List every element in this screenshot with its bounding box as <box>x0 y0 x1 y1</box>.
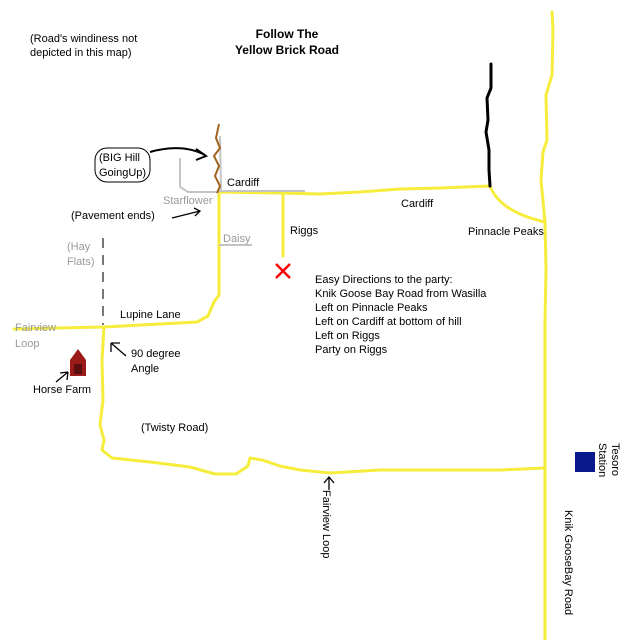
twisty-road-label: (Twisty Road) <box>141 422 208 434</box>
knik-goose-bay-label: Knik GooseBay Road <box>562 510 574 615</box>
fairview-loop-west-road <box>12 325 106 331</box>
title-line-2: Yellow Brick Road <box>235 43 339 57</box>
hay-flats-line-2: Flats) <box>67 256 95 268</box>
big-hill-callout: (BIG Hill GoingUp) <box>94 147 151 183</box>
ninety-degree-line-1: 90 degree <box>131 348 181 360</box>
hay-flats-line-1: (Hay <box>67 241 91 253</box>
fairview-loop-west-line-2: Loop <box>15 338 39 350</box>
fairview-loop-arrow-icon <box>323 475 335 490</box>
cardiff-east-label: Cardiff <box>401 198 434 210</box>
north-black-road <box>484 62 493 188</box>
tesoro-station-icon <box>575 452 595 472</box>
pavement-ends-label: (Pavement ends) <box>71 210 155 222</box>
fairview-loop-south-label: Fairview Loop <box>320 490 332 558</box>
pinnacle-peaks-label: Pinnacle Peaks <box>468 226 544 238</box>
daisy-label: Daisy <box>223 233 251 245</box>
tesoro-line-2: Station <box>596 443 608 477</box>
map-note-line-1: (Road's windiness not <box>30 33 137 45</box>
map-note-line-2: depicted in this map) <box>30 47 132 59</box>
cardiff-west-label: Cardiff <box>227 177 260 189</box>
horse-farm-barn-icon <box>70 349 86 376</box>
ninety-degree-line-2: Angle <box>131 363 159 375</box>
fairview-loop-south-road <box>98 325 547 476</box>
big-hill-icon <box>212 123 222 194</box>
knik-goose-bay-road <box>539 10 555 640</box>
fairview-loop-west-line-1: Fairview <box>15 322 56 334</box>
horse-farm-arrow-icon <box>55 371 69 383</box>
directions-heading: Easy Directions to the party: <box>315 274 453 286</box>
directions-step: Left on Cardiff at bottom of hill <box>315 316 462 328</box>
horse-farm-label: Horse Farm <box>33 384 91 396</box>
daisy-road <box>102 190 221 329</box>
title-line-1: Follow The <box>256 27 319 41</box>
directions-block: Easy Directions to the party: Knik Goose… <box>315 274 487 356</box>
party-marker-icon <box>275 263 291 279</box>
starflower-road <box>179 158 219 193</box>
cardiff-road <box>217 184 492 196</box>
riggs-label: Riggs <box>290 225 319 237</box>
pinnacle-peaks-road <box>488 184 547 224</box>
directions-step: Left on Pinnacle Peaks <box>315 302 428 314</box>
lupine-lane-label: Lupine Lane <box>120 309 181 321</box>
tesoro-line-1: Tesoro <box>609 443 621 476</box>
hill-gray-road <box>219 135 222 193</box>
starflower-label: Starflower <box>163 195 213 207</box>
big-hill-arrowhead-icon <box>195 148 209 161</box>
directions-step: Left on Riggs <box>315 330 380 342</box>
big-hill-line-1: (BIG Hill <box>99 152 140 164</box>
directions-step: Party on Riggs <box>315 344 388 356</box>
directions-step: Knik Goose Bay Road from Wasilla <box>315 288 487 300</box>
big-hill-line-2: GoingUp) <box>99 167 146 179</box>
pavement-ends-arrow-icon <box>171 207 202 219</box>
ninety-degree-arrow-icon <box>110 342 127 357</box>
